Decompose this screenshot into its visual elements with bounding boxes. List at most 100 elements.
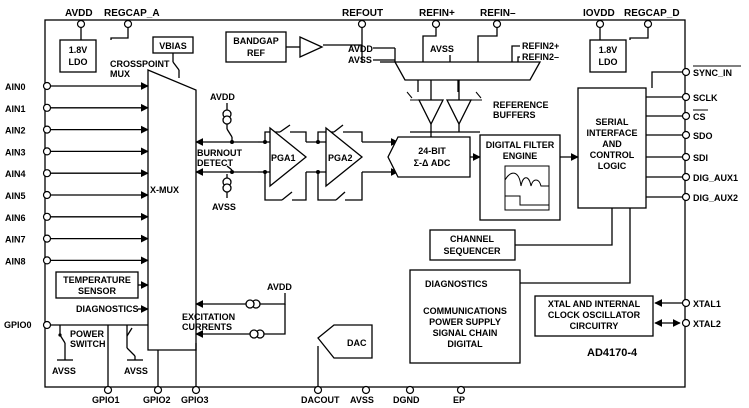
- svg-text:DETECT: DETECT: [197, 158, 234, 168]
- svg-text:REFERENCE: REFERENCE: [493, 100, 549, 110]
- svg-text:ENGINE: ENGINE: [503, 151, 538, 161]
- svg-text:AVDD: AVDD: [210, 92, 235, 102]
- svg-text:AVSS: AVSS: [124, 366, 148, 376]
- svg-text:GPIO3: GPIO3: [181, 395, 209, 405]
- svg-text:AVDD: AVDD: [348, 44, 373, 54]
- svg-text:AND: AND: [602, 139, 622, 149]
- part-number: AD4170-4: [587, 347, 638, 359]
- pga2-bus: [306, 124, 363, 201]
- svg-text:REFIN2+: REFIN2+: [522, 41, 559, 51]
- svg-text:REFIN–: REFIN–: [480, 8, 516, 19]
- pin-ain-0: AIN0: [5, 81, 149, 92]
- svg-text:AVSS: AVSS: [350, 395, 374, 405]
- pin-gpio1: GPIO1: [92, 385, 120, 405]
- svg-text:SIGNAL CHAIN: SIGNAL CHAIN: [433, 328, 498, 338]
- svg-text:1.8V: 1.8V: [69, 45, 88, 55]
- svg-text:MUX: MUX: [110, 69, 130, 79]
- svg-text:AVDD: AVDD: [267, 282, 292, 292]
- svg-text:CONTROL: CONTROL: [590, 150, 635, 160]
- svg-text:EXCITATION: EXCITATION: [182, 312, 235, 322]
- svg-text:GPIO2: GPIO2: [143, 395, 171, 405]
- pin-refout: REFOUT: [323, 8, 383, 62]
- svg-text:DGND: DGND: [393, 395, 420, 405]
- svg-text:REFIN2–: REFIN2–: [522, 52, 559, 62]
- svg-text:SWITCH: SWITCH: [70, 339, 106, 349]
- svg-text:SERIAL: SERIAL: [595, 117, 629, 127]
- svg-text:AIN4: AIN4: [5, 169, 26, 179]
- dac-block: DAC: [317, 324, 373, 359]
- svg-text:SYNC_IN: SYNC_IN: [693, 68, 732, 78]
- svg-text:PGA1: PGA1: [271, 153, 296, 163]
- gpio1-switch: AVSS: [107, 325, 148, 387]
- svg-text:AIN3: AIN3: [5, 147, 26, 157]
- pin-gpio2: GPIO2: [143, 350, 171, 405]
- pin-ain-2: AIN2: [5, 125, 149, 136]
- svg-text:SDI: SDI: [693, 153, 708, 163]
- svg-text:24-BIT: 24-BIT: [418, 146, 446, 156]
- svg-text:CS: CS: [693, 112, 706, 122]
- svg-text:1.8V: 1.8V: [599, 45, 618, 55]
- svg-text:XTAL2: XTAL2: [693, 319, 721, 329]
- svg-text:LOGIC: LOGIC: [598, 161, 627, 171]
- svg-text:DIGITAL: DIGITAL: [447, 339, 483, 349]
- pin-xtal1: XTAL1: [654, 298, 721, 309]
- svg-text:VBIAS: VBIAS: [159, 41, 187, 51]
- bandgap-ref-block: BANDGAP REF: [225, 31, 324, 63]
- pin-sdi: SDI: [646, 152, 708, 163]
- svg-text:INTERFACE: INTERFACE: [586, 128, 637, 138]
- svg-text:AVDD: AVDD: [65, 8, 93, 19]
- svg-text:REGCAP_D: REGCAP_D: [624, 8, 680, 19]
- pin-dig-aux2: DIG_AUX2: [646, 192, 738, 203]
- pin-xtal2: XTAL2: [654, 318, 721, 329]
- pin-avdd: AVDD: [65, 8, 93, 40]
- svg-text:DIAGNOSTICS: DIAGNOSTICS: [425, 279, 488, 289]
- svg-text:SDO: SDO: [693, 131, 713, 141]
- svg-text:REGCAP_A: REGCAP_A: [104, 8, 160, 19]
- svg-text:LDO: LDO: [69, 57, 88, 67]
- vbias-block: VBIAS: [152, 36, 194, 78]
- svg-text:AIN1: AIN1: [5, 104, 26, 114]
- pin-ain-7: AIN7: [5, 234, 149, 245]
- svg-text:POWER: POWER: [70, 329, 105, 339]
- svg-text:AVSS: AVSS: [348, 55, 372, 65]
- pin-dgnd: DGND: [393, 385, 420, 405]
- svg-text:Σ-Δ ADC: Σ-Δ ADC: [414, 158, 451, 168]
- svg-text:DACOUT: DACOUT: [301, 395, 340, 405]
- pga1: PGA1: [269, 126, 308, 188]
- svg-text:AVSS: AVSS: [212, 202, 236, 212]
- digital-filter-block: DIGITAL FILTER ENGINE: [479, 134, 579, 221]
- pin-cs: CS: [646, 109, 708, 122]
- svg-text:BURNOUT: BURNOUT: [197, 148, 242, 158]
- adc-bus: [362, 138, 399, 176]
- channel-sequencer-block: CHANNEL SEQUENCER: [429, 208, 613, 261]
- pin-regcap-a: REGCAP_A: [104, 8, 160, 40]
- pin-ain-3: AIN3: [5, 147, 149, 157]
- pin-ain-6: AIN6: [5, 212, 149, 223]
- svg-text:PGA2: PGA2: [328, 153, 353, 163]
- pin-ep: EP: [453, 385, 466, 405]
- svg-text:BUFFERS: BUFFERS: [493, 110, 536, 120]
- pin-sync-in: SYNC_IN: [651, 65, 741, 88]
- svg-text:IOVDD: IOVDD: [583, 8, 615, 19]
- pin-iovdd: IOVDD: [583, 8, 615, 40]
- ldo-d-block: 1.8V LDO: [589, 39, 627, 73]
- svg-text:AIN8: AIN8: [5, 256, 26, 266]
- serial-interface-block: SERIAL INTERFACE AND CONTROL LOGIC: [577, 87, 647, 209]
- adc-block: 24-BIT Σ-Δ ADC: [387, 136, 481, 178]
- pin-sclk: SCLK: [646, 92, 718, 103]
- svg-text:CIRCUITRY: CIRCUITRY: [570, 321, 619, 331]
- svg-text:REFIN+: REFIN+: [419, 8, 455, 19]
- svg-text:EP: EP: [453, 395, 465, 405]
- pin-gpio3: GPIO3: [181, 343, 209, 405]
- svg-text:GPIO0: GPIO0: [4, 320, 32, 330]
- svg-text:AVSS: AVSS: [52, 366, 76, 376]
- svg-text:CROSSPOINT: CROSSPOINT: [110, 59, 170, 69]
- svg-text:SEQUENCER: SEQUENCER: [443, 246, 501, 256]
- pin-gpio0: GPIO0 POWER SWITCH AVSS: [4, 320, 148, 376]
- reference-buffers: REFERENCE BUFFERS: [406, 80, 549, 133]
- svg-text:CLOCK OSCILLATOR: CLOCK OSCILLATOR: [548, 310, 641, 320]
- svg-text:LDO: LDO: [599, 57, 618, 67]
- pin-dig-aux1: DIG_AUX1: [646, 172, 738, 183]
- ldo-a-block: 1.8V LDO: [59, 39, 97, 73]
